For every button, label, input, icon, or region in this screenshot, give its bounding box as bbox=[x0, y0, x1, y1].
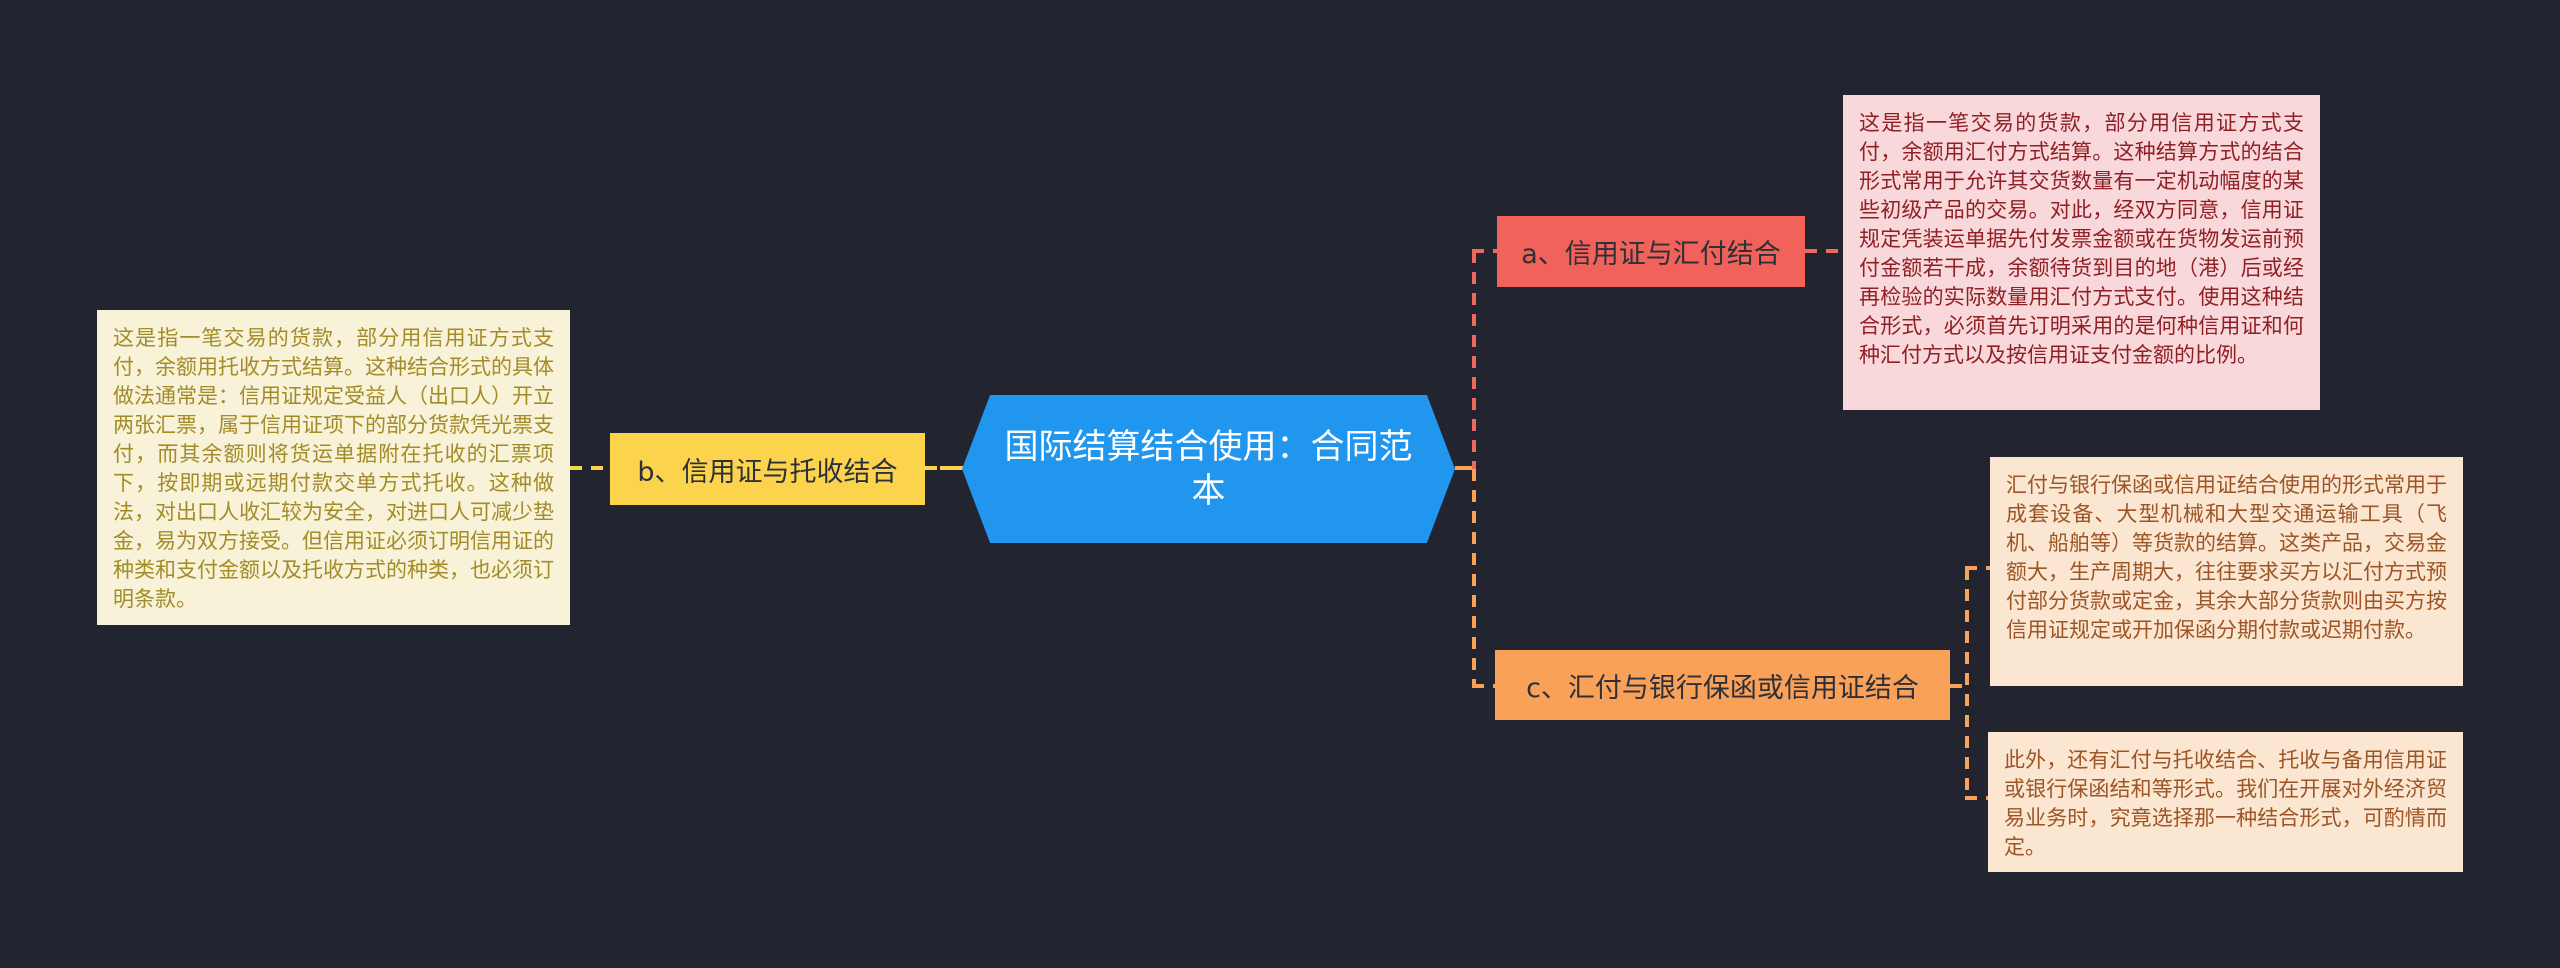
connector-trunk-up-to-a bbox=[1472, 251, 1476, 469]
central-topic[interactable]: 国际结算结合使用：合同范本 bbox=[962, 395, 1455, 543]
node-b-label: b、信用证与托收结合 bbox=[637, 456, 898, 488]
central-topic-label: 国际结算结合使用：合同范本 bbox=[1004, 427, 1413, 511]
connector-center-stub-right bbox=[1455, 466, 1475, 470]
connector-node-b-to-center bbox=[925, 466, 950, 470]
connector-trunk-down-to-c bbox=[1472, 469, 1476, 686]
node-a-credit-remittance[interactable]: a、信用证与汇付结合 bbox=[1497, 216, 1805, 287]
node-c-remittance-guarantee-credit[interactable]: c、汇付与银行保函或信用证结合 bbox=[1495, 650, 1950, 720]
detail-box-credit-remittance[interactable]: 这是指一笔交易的货款，部分用信用证方式支付，余额用汇付方式结算。这种结算方式的结… bbox=[1843, 95, 2320, 410]
detail-box-remittance-guarantee[interactable]: 汇付与银行保函或信用证结合使用的形式常用于成套设备、大型机械和大型交通运输工具（… bbox=[1990, 457, 2463, 686]
connector-node-b-stub bbox=[940, 466, 963, 470]
connector-trunk-to-node-a bbox=[1472, 249, 1497, 253]
detail-box-other-combinations[interactable]: 此外，还有汇付与托收结合、托收与备用信用证或银行保函结和等形式。我们在开展对外经… bbox=[1988, 732, 2463, 872]
node-c-label: c、汇付与银行保函或信用证结合 bbox=[1526, 672, 1919, 704]
detail-box-credit-collection[interactable]: 这是指一笔交易的货款，部分用信用证方式支付，余额用托收方式结算。这种结合形式的具… bbox=[97, 310, 570, 625]
connector-detail-b-to-node-b bbox=[570, 466, 610, 470]
connector-node-c-split bbox=[1965, 568, 1969, 800]
node-a-label: a、信用证与汇付结合 bbox=[1521, 239, 1781, 270]
node-b-credit-collection[interactable]: b、信用证与托收结合 bbox=[610, 433, 925, 505]
connector-node-c-stub bbox=[1950, 684, 1969, 688]
connector-node-a-to-detail-a bbox=[1805, 249, 1843, 253]
connector-split-to-detail-c1 bbox=[1965, 566, 1990, 570]
connector-trunk-to-node-c bbox=[1472, 684, 1495, 688]
connector-split-to-detail-c2 bbox=[1965, 796, 1988, 800]
